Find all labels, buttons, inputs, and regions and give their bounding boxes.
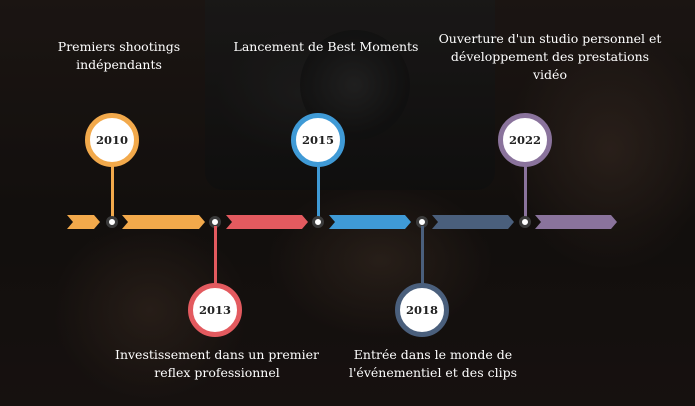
caption-2015: Lancement de Best Moments: [233, 39, 419, 54]
pin-2013: 2013: [188, 283, 242, 337]
pin-stem-2010: [111, 164, 114, 220]
pin-2018: 2018: [395, 283, 449, 337]
pin-year-2010: 2010: [95, 133, 128, 147]
caption-2013: Investissement dans un premier reflex pr…: [115, 347, 319, 380]
pin-year-2015: 2015: [301, 133, 334, 147]
arrow-segment-2018: [432, 215, 514, 229]
pin-stem-2015: [317, 164, 320, 220]
pin-year-2013: 2013: [198, 303, 231, 317]
node-2015: [312, 216, 324, 228]
pin-year-2022: 2022: [508, 133, 541, 147]
pin-stem-2013: [214, 226, 217, 286]
pin-year-2018: 2018: [405, 303, 438, 317]
caption-2022: Ouverture d'un studio personnel et dével…: [438, 31, 662, 82]
caption-2010: Premiers shootings indépendants: [57, 39, 181, 72]
node-2010: [106, 216, 118, 228]
arrow-segment-2010a: [67, 215, 100, 229]
pin-2010: 2010: [85, 113, 139, 167]
pin-2022: 2022: [498, 113, 552, 167]
arrow-segment-2022: [535, 215, 617, 229]
arrow-segment-2015: [329, 215, 411, 229]
pin-stem-2022: [524, 164, 527, 220]
pin-stem-2018: [421, 226, 424, 286]
caption-2018: Entrée dans le monde de l'événementiel e…: [348, 347, 518, 380]
arrow-segment-2013: [226, 215, 308, 229]
arrow-segment-2010b: [122, 215, 205, 229]
node-2022: [519, 216, 531, 228]
pin-2015: 2015: [291, 113, 345, 167]
